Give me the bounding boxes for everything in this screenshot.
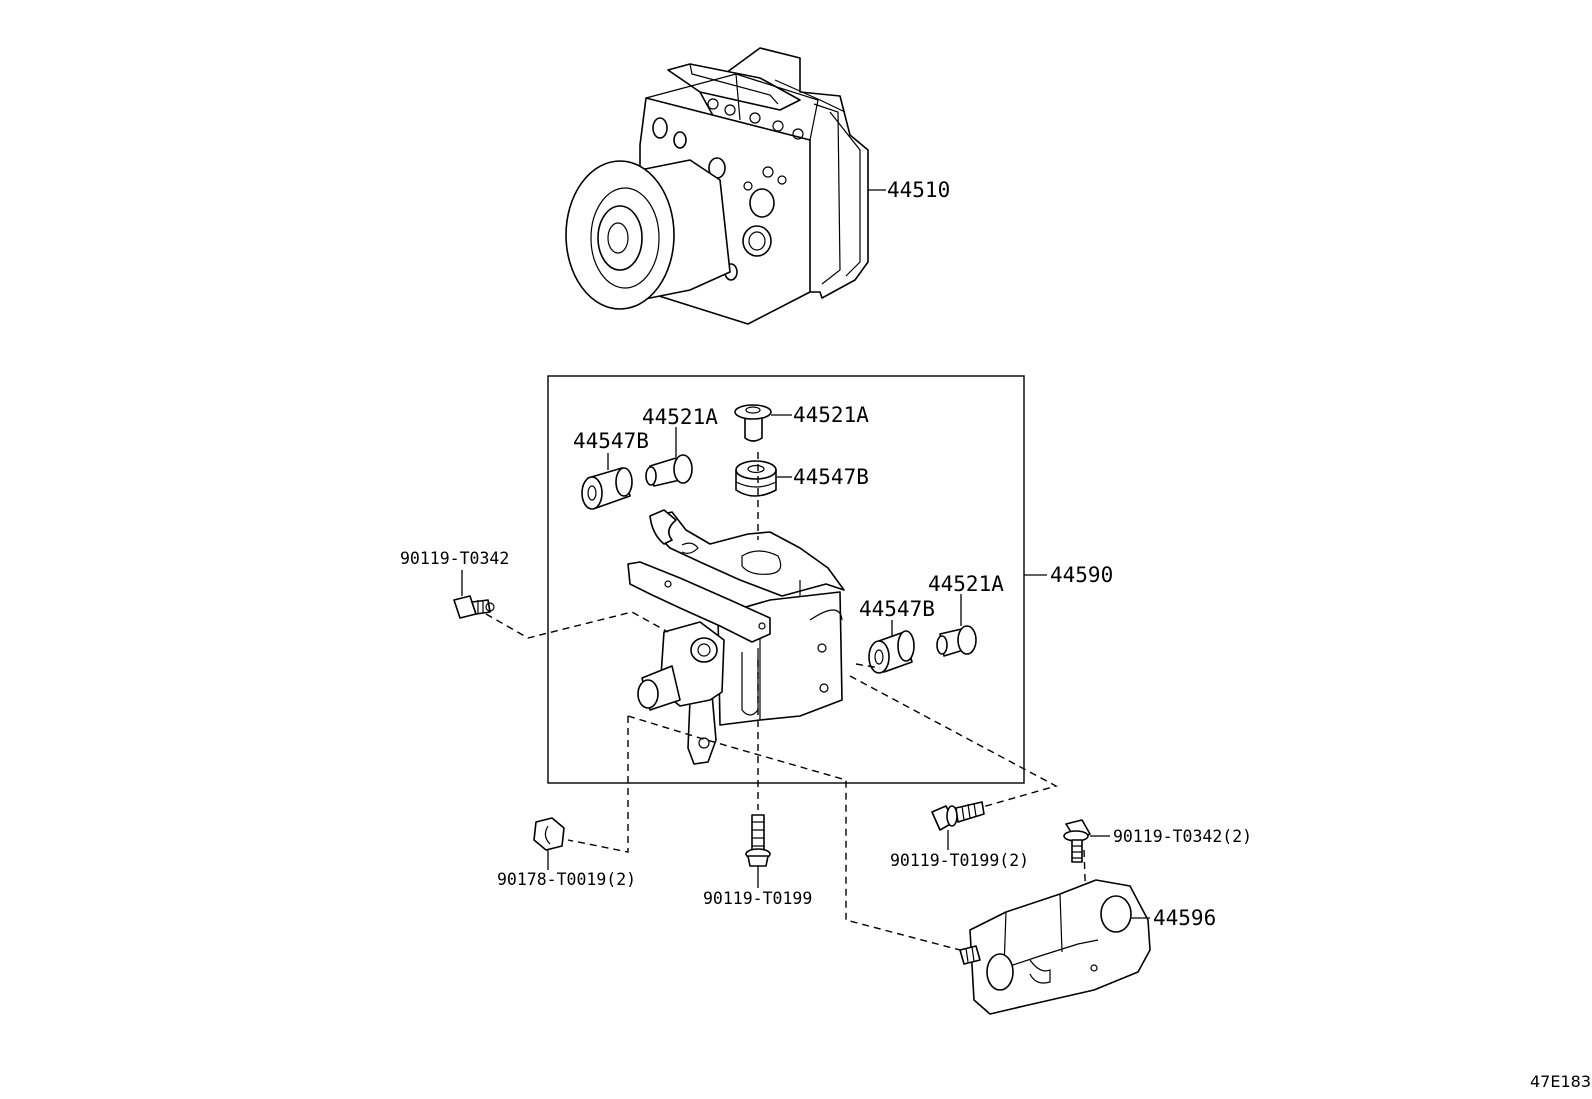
label-44590: 44590 (1050, 563, 1113, 587)
bolt-90119-t0199[interactable] (745, 814, 771, 867)
label-90119-t0199-2: 90119-T0199(2) (890, 851, 1029, 870)
label-90178-t0019-2: 90178-T0019(2) (497, 870, 636, 889)
pin-44521a-top[interactable] (734, 404, 772, 442)
bolt-90119-t0199-2[interactable] (931, 801, 985, 831)
label-44510: 44510 (887, 178, 950, 202)
bracket-44596[interactable] (959, 879, 1151, 1015)
bushing-44547b-top[interactable] (735, 460, 777, 497)
label-90119-t0342: 90119-T0342 (400, 549, 509, 568)
pin-44521a-right[interactable] (936, 625, 977, 657)
abs-actuator-44510[interactable] (565, 47, 869, 325)
label-90119-t0342-2: 90119-T0342(2) (1113, 827, 1252, 846)
bushing-44547b-right[interactable] (868, 630, 915, 674)
pin-44521a-left[interactable] (645, 454, 693, 487)
label-44521a-top: 44521A (793, 403, 869, 427)
label-44547b-left: 44547B (573, 429, 649, 453)
actuator-bracket[interactable] (627, 509, 845, 765)
bolt-90119-t0342-2[interactable] (1063, 819, 1091, 863)
subassembly-box-44590 (547, 375, 1025, 784)
label-44547b-top: 44547B (793, 465, 869, 489)
nut-90178-t0019[interactable] (533, 817, 565, 851)
label-44521a-left: 44521A (642, 405, 718, 429)
assembly-dashed-lines (485, 452, 1089, 961)
label-44596: 44596 (1153, 906, 1216, 930)
label-90119-t0199: 90119-T0199 (703, 889, 812, 908)
diagram-code: 47E183 (1530, 1072, 1591, 1091)
label-44521a-right: 44521A (928, 572, 1004, 596)
bolt-90119-t0342-left[interactable] (453, 595, 495, 619)
bushing-44547b-left[interactable] (581, 467, 633, 510)
label-44547b-right: 44547B (859, 597, 935, 621)
